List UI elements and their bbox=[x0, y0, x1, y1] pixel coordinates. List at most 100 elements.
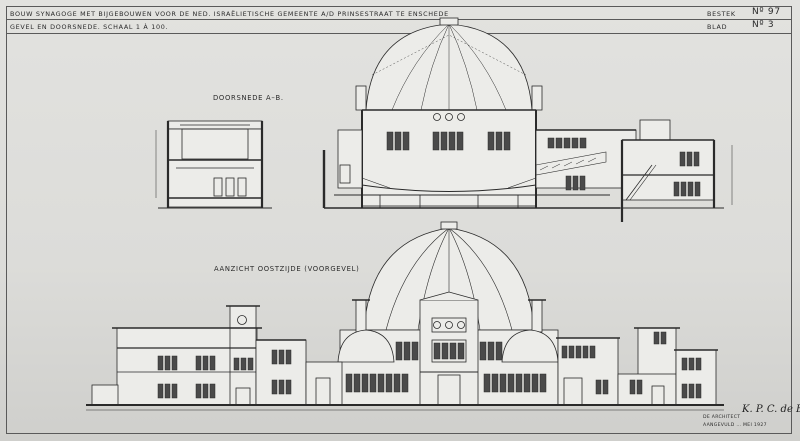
section-label: Doorsnede A–B. bbox=[213, 94, 284, 102]
section-window bbox=[572, 175, 579, 191]
oculus-window bbox=[433, 113, 441, 121]
elevation-window bbox=[401, 373, 409, 393]
elevation-window bbox=[247, 357, 254, 371]
drawing-title: Bouw synagoge met bijgebouwen voor de Ne… bbox=[10, 10, 449, 18]
elevation-window bbox=[353, 373, 361, 393]
section-window bbox=[680, 181, 687, 197]
elevation-window bbox=[523, 373, 531, 393]
elevation-window bbox=[209, 355, 216, 371]
elevation-window bbox=[369, 373, 377, 393]
elevation-window bbox=[385, 373, 393, 393]
elevation-window bbox=[278, 379, 285, 395]
elevation-window bbox=[271, 349, 278, 365]
amended-label: Aangevuld … Mei 1927 bbox=[703, 423, 767, 428]
elevation-window bbox=[681, 357, 688, 371]
section-window bbox=[440, 131, 448, 151]
elevation-window bbox=[157, 355, 164, 371]
elevation-window bbox=[171, 355, 178, 371]
elevation-window bbox=[202, 355, 209, 371]
section-window bbox=[503, 131, 511, 151]
section-window bbox=[565, 175, 572, 191]
elevation-window bbox=[395, 341, 403, 361]
section-window bbox=[693, 151, 700, 167]
section-window bbox=[579, 175, 586, 191]
section-window bbox=[487, 131, 495, 151]
section-window bbox=[495, 131, 503, 151]
section-window bbox=[579, 137, 587, 149]
elevation-window bbox=[271, 379, 278, 395]
section-window bbox=[673, 181, 680, 197]
elevation-window bbox=[629, 379, 636, 395]
elevation-window bbox=[164, 355, 171, 371]
elevation-window bbox=[345, 373, 353, 393]
drawing-subtitle: Gevel en doorsnede. Schaal 1 à 100. bbox=[10, 23, 169, 31]
elevation-window bbox=[487, 341, 495, 361]
elevation-window bbox=[495, 341, 503, 361]
section-window bbox=[694, 181, 701, 197]
left-wing bbox=[91, 305, 343, 406]
rose-window bbox=[457, 321, 465, 329]
elevation-window bbox=[449, 342, 457, 360]
sheet-border bbox=[6, 6, 792, 434]
elevation-window bbox=[681, 383, 688, 399]
elevation-window bbox=[695, 357, 702, 371]
elevation-window bbox=[278, 349, 285, 365]
section-window bbox=[386, 131, 394, 151]
title-rule bbox=[6, 19, 792, 20]
elevation-window bbox=[457, 342, 465, 360]
blad-label: Blad bbox=[707, 23, 728, 31]
elevation-window bbox=[575, 345, 582, 359]
section-window bbox=[402, 131, 410, 151]
side-section bbox=[155, 120, 272, 209]
elevation-window bbox=[595, 379, 602, 395]
elevation-window bbox=[531, 373, 539, 393]
section-window bbox=[432, 131, 440, 151]
elevation-window bbox=[411, 341, 419, 361]
elevation-window bbox=[285, 379, 292, 395]
elevation-window bbox=[240, 357, 247, 371]
section-window bbox=[687, 181, 694, 197]
elevation-window bbox=[507, 373, 515, 393]
elevation-window bbox=[479, 341, 487, 361]
clock-window bbox=[237, 315, 247, 325]
elevation-window bbox=[539, 373, 547, 393]
title-rule bbox=[6, 33, 792, 34]
elevation-window bbox=[433, 342, 441, 360]
elevation-window bbox=[171, 383, 178, 399]
elevation-window bbox=[202, 383, 209, 399]
elevation-window bbox=[515, 373, 523, 393]
window-group bbox=[157, 113, 702, 399]
section-window bbox=[456, 131, 464, 151]
elevation-window bbox=[589, 345, 596, 359]
elevation-window bbox=[491, 373, 499, 393]
hall-section bbox=[322, 17, 637, 209]
bestek-label: Bestek bbox=[707, 10, 736, 18]
elevation-window bbox=[164, 383, 171, 399]
section-window bbox=[555, 137, 563, 149]
section-window bbox=[571, 137, 579, 149]
architect-label: De architect bbox=[703, 415, 741, 420]
elevation-window bbox=[361, 373, 369, 393]
elevation-window bbox=[660, 331, 667, 345]
oculus-window bbox=[445, 113, 453, 121]
cross-section-drawing bbox=[155, 17, 733, 222]
elevation-label: Aanzicht oostzijde (voorgevel) bbox=[214, 265, 360, 273]
synagogue-dome bbox=[363, 221, 535, 331]
elevation-window bbox=[688, 357, 695, 371]
rose-window bbox=[445, 321, 453, 329]
elevation-window bbox=[377, 373, 385, 393]
elevation-window bbox=[561, 345, 568, 359]
elevation-window bbox=[636, 379, 643, 395]
section-window bbox=[563, 137, 571, 149]
elevation-window bbox=[195, 355, 202, 371]
oculus-window bbox=[457, 113, 465, 121]
elevation-window bbox=[403, 341, 411, 361]
section-window bbox=[394, 131, 402, 151]
elevation-window bbox=[285, 349, 292, 365]
elevation-window bbox=[688, 383, 695, 399]
elevation-window bbox=[233, 357, 240, 371]
section-window bbox=[547, 137, 555, 149]
section-window bbox=[686, 151, 693, 167]
